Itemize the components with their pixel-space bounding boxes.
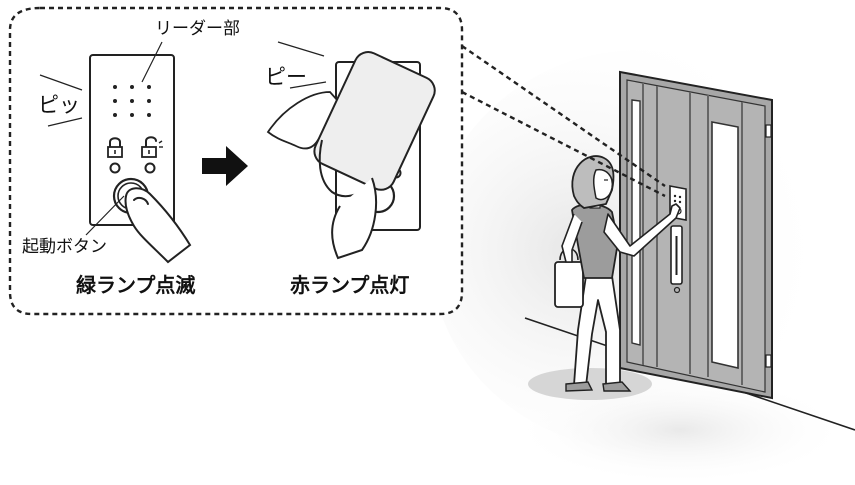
door-handle: [670, 225, 683, 294]
lock-open-icon: [141, 136, 163, 158]
reader-device-green: [39, 41, 192, 264]
ic-card: [313, 51, 436, 191]
lock-closed-icon: [107, 137, 123, 158]
floor-glow: [510, 375, 850, 485]
label-beep-long: ピー: [265, 65, 307, 89]
reader-device-red: [266, 41, 436, 260]
callout-pointer: [461, 45, 666, 198]
finger-pressing: [124, 187, 192, 264]
door-glass-right: [711, 121, 739, 370]
woman-figure: [528, 155, 681, 400]
arrow-right-icon: [202, 146, 248, 186]
reader-dots: [113, 85, 151, 117]
lamp-green: [109, 162, 121, 174]
door-glass-left: [631, 99, 641, 346]
door-scene: [430, 45, 855, 485]
handbag: [554, 261, 584, 308]
woman-shadow: [528, 368, 652, 400]
lamp-red: [144, 162, 156, 174]
wrist: [331, 177, 378, 260]
label-start-button: 起動ボタン: [22, 237, 107, 257]
label-reader: リーダー部: [155, 19, 240, 39]
label-beep-short: ピッ: [38, 93, 80, 117]
label-red-on: 赤ランプ点灯: [290, 273, 409, 297]
label-green-blink: 緑ランプ点滅: [76, 273, 195, 297]
